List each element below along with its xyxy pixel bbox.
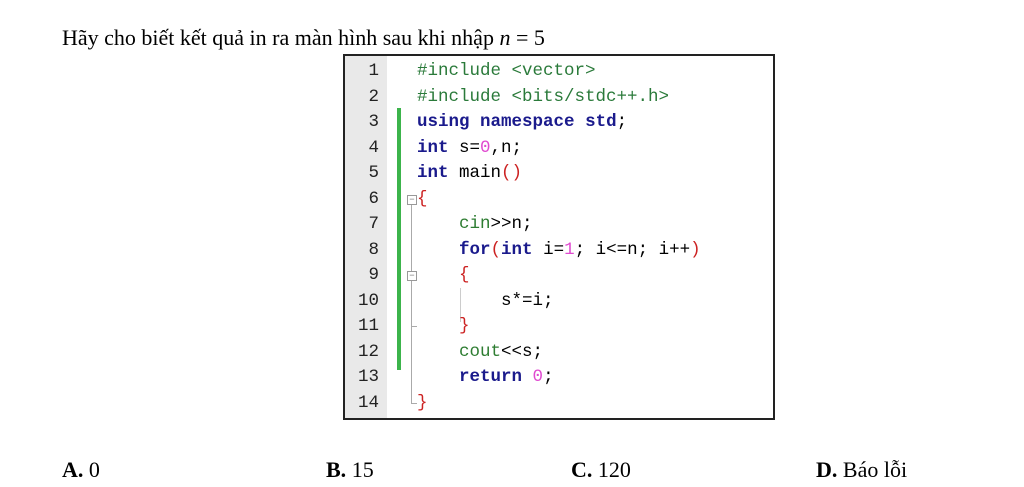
option-a-value: 0 xyxy=(88,457,100,482)
question-equals: = 5 xyxy=(510,25,545,50)
code-listing: − − 1 #include <vector> 2 #include <bits/st… xyxy=(343,54,775,420)
line-number: 13 xyxy=(357,367,379,387)
option-b[interactable]: B. 15 xyxy=(326,456,374,484)
option-a-label: A. xyxy=(62,457,84,482)
code-text: } xyxy=(417,392,428,413)
code-text: { xyxy=(459,265,470,285)
line-number: 14 xyxy=(357,392,379,413)
code-text: #include <bits/stdc++.h> xyxy=(417,86,670,107)
option-c-value: 120 xyxy=(597,457,631,482)
code-text: for(int i=1; i<=n; i++) xyxy=(459,239,701,260)
question-prefix: Hãy cho biết kết quả in ra màn hình sau … xyxy=(62,25,500,50)
code-text: cout<<s; xyxy=(459,341,544,362)
code-text: int main() xyxy=(417,163,523,183)
option-c[interactable]: C. 120 xyxy=(571,456,631,484)
line-number: 5 xyxy=(368,163,379,183)
line-number: 4 xyxy=(368,137,379,158)
code-text: } xyxy=(459,316,470,336)
line-number: 7 xyxy=(368,214,379,234)
fold-end-marker xyxy=(411,403,417,404)
code-text: using namespace std; xyxy=(417,112,628,132)
question-variable: n xyxy=(499,25,511,50)
line-number: 8 xyxy=(368,239,379,260)
code-text: s*=i; xyxy=(417,290,554,311)
option-d-value: Báo lỗi xyxy=(842,457,908,482)
line-number: 11 xyxy=(357,316,379,336)
indent-guide xyxy=(460,288,461,322)
line-number: 6 xyxy=(368,188,379,209)
change-marker xyxy=(397,108,401,210)
option-d-label: D. xyxy=(816,457,838,482)
code-text: int s=0,n; xyxy=(417,137,523,158)
code-text: { xyxy=(417,188,428,209)
fold-toggle-icon[interactable]: − xyxy=(407,195,417,205)
question-text: Hãy cho biết kết quả in ra màn hình sau … xyxy=(62,24,545,52)
line-number: 9 xyxy=(368,265,379,285)
code-text: return 0; xyxy=(459,367,554,387)
line-number: 12 xyxy=(357,341,379,362)
line-number: 2 xyxy=(368,86,379,107)
code-text: #include <vector> xyxy=(417,61,596,81)
change-marker xyxy=(397,210,401,370)
line-number: 3 xyxy=(368,112,379,132)
fold-toggle-icon[interactable]: − xyxy=(407,271,417,281)
option-c-label: C. xyxy=(571,457,593,482)
option-d[interactable]: D. Báo lỗi xyxy=(816,456,907,484)
line-number: 10 xyxy=(357,290,379,311)
fold-guide xyxy=(411,204,412,404)
line-number: 1 xyxy=(368,61,379,81)
line-number-gutter xyxy=(345,56,387,418)
option-b-value: 15 xyxy=(351,457,374,482)
option-b-label: B. xyxy=(326,457,347,482)
fold-end-marker xyxy=(411,326,417,327)
code-text: cin>>n; xyxy=(459,214,533,234)
option-a[interactable]: A. 0 xyxy=(62,456,100,484)
